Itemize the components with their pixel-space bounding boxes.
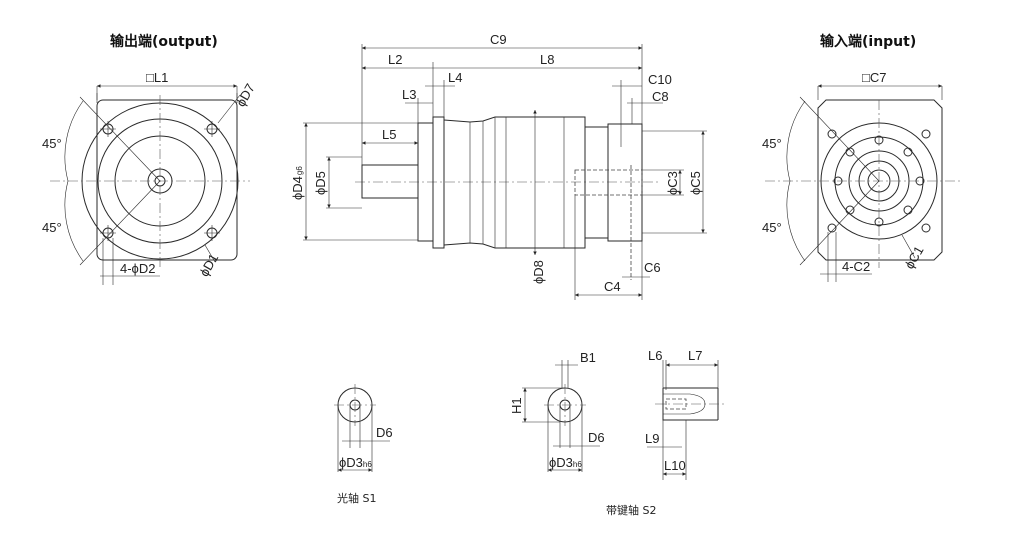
bolt-holes: [100, 121, 220, 241]
output-end-view: 输出端(output) □L1 45° 45° ϕD7 4-ϕD2 ϕD1: [42, 33, 258, 285]
label-l3: L3: [402, 87, 416, 102]
label-c9: C9: [490, 32, 507, 47]
angle-bottom: 45°: [42, 220, 62, 235]
label-c8: C8: [652, 89, 669, 104]
s2-caption: 带键轴 S2: [606, 503, 656, 517]
label-l8: L8: [540, 52, 554, 67]
label-c4: C4: [604, 279, 621, 294]
s2-label-d6: D6: [588, 430, 605, 445]
s2-label-l9: L9: [645, 431, 659, 446]
label-c10: C10: [648, 72, 672, 87]
label-l5: L5: [382, 127, 396, 142]
s2-label-l6: L6: [648, 348, 662, 363]
s2-label-l10: L10: [664, 458, 686, 473]
s1-caption: 光轴 S1: [337, 491, 376, 505]
label-d4: ϕD4g6: [290, 166, 305, 200]
s1-label-d3: ϕD3h6: [339, 455, 372, 470]
angle-top: 45°: [42, 136, 62, 151]
label-c6: C6: [644, 260, 661, 275]
label-d1: ϕD1: [196, 251, 221, 279]
s2-label-b1: B1: [580, 350, 596, 365]
side-view: C9 L2 L8 L4 L3 L5 C10 C8 ϕD4g6 ϕD5 ϕC3 ϕ…: [290, 32, 707, 300]
label-c3: ϕC3: [665, 171, 680, 195]
s2-label-h1: H1: [509, 397, 524, 414]
s2-label-l7: L7: [688, 348, 702, 363]
input-holes: [827, 129, 931, 233]
label-holes: 4-ϕD2: [120, 261, 155, 276]
label-d5: ϕD5: [313, 171, 328, 195]
label-c7: □C7: [862, 70, 886, 85]
shaft-s1-detail: D6 ϕD3h6 光轴 S1: [334, 384, 393, 505]
label-l1: □L1: [146, 70, 168, 85]
label-l4: L4: [448, 70, 462, 85]
input-end-view: 输入端(input) □C7 45° 45° 4-C2 ϕC1: [762, 33, 960, 282]
label-l2: L2: [388, 52, 402, 67]
label-c1: ϕC1: [902, 243, 927, 271]
output-title: 输出端(output): [110, 33, 218, 50]
s1-label-d6: D6: [376, 425, 393, 440]
label-c2: 4-C2: [842, 259, 870, 274]
input-angle-top: 45°: [762, 136, 782, 151]
label-d7: ϕD7: [233, 81, 258, 109]
input-angle-bottom: 45°: [762, 220, 782, 235]
s2-label-d3: ϕD3h6: [549, 455, 582, 470]
label-d8: ϕD8: [531, 260, 546, 284]
shaft-s2-detail: B1 H1 D6 ϕD3h6 L6 L7 L9 L10 带键轴 S2: [509, 348, 725, 517]
input-title: 输入端(input): [820, 33, 916, 50]
label-c5: ϕC5: [688, 171, 703, 195]
